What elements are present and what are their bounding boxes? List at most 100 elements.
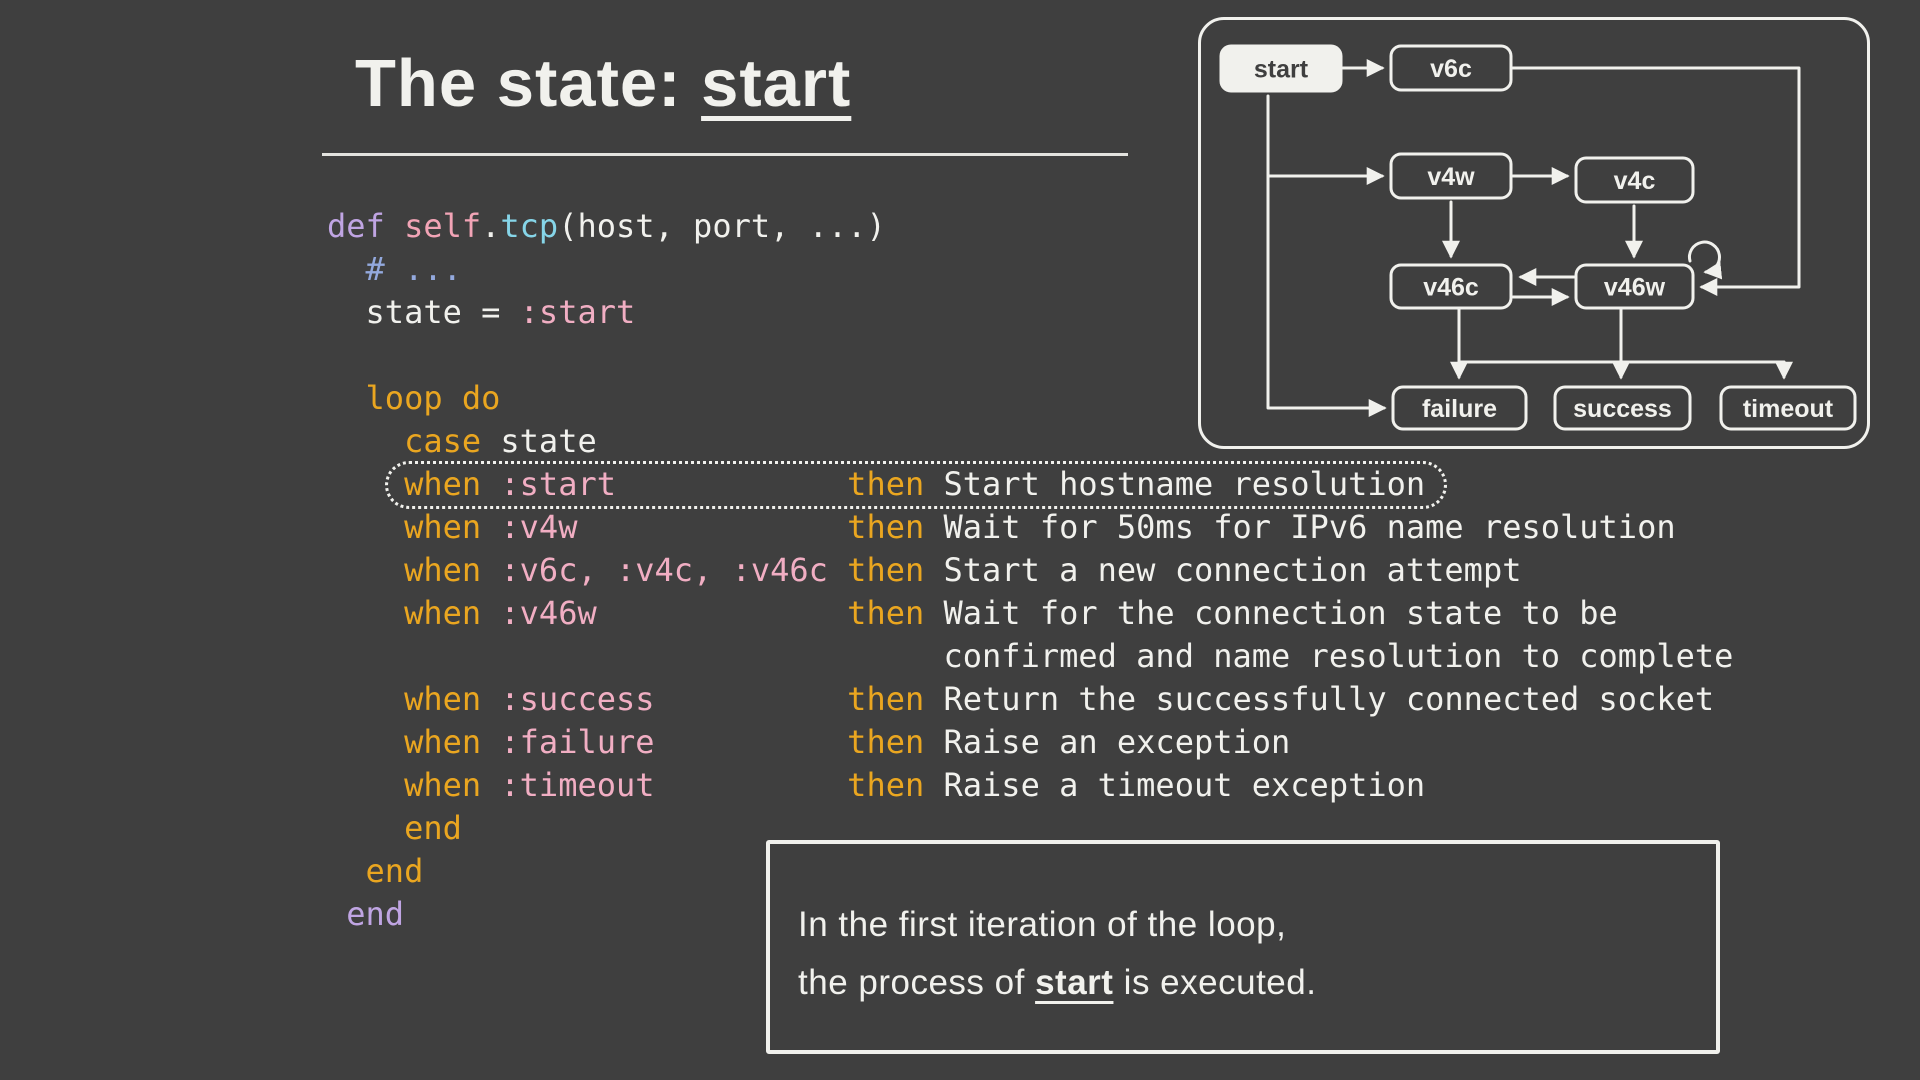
code-line: when :start then Start hostname resoluti…: [327, 463, 1733, 506]
state-node-label-v4w: v4w: [1427, 163, 1475, 191]
note-line-1: In the first iteration of the loop,: [798, 905, 1287, 944]
code-token: end: [327, 809, 462, 847]
state-node-v4w: [1389, 152, 1513, 200]
code-line: end: [327, 807, 1733, 850]
code-line: when :v46w then Wait for the connection …: [327, 592, 1733, 635]
note-start-highlight: start: [1035, 963, 1114, 1002]
edge-start-down-to-failure: [1266, 94, 1387, 417]
code-line: case state: [327, 420, 1733, 463]
code-token: [481, 680, 500, 718]
code-token: :timeout: [500, 766, 655, 804]
code-token: (host, port, ...): [558, 207, 886, 245]
code-token: state =: [327, 293, 520, 331]
title-highlight: start: [701, 46, 852, 121]
state-node-label-v4c: v4c: [1614, 167, 1656, 195]
code-token: then: [847, 723, 925, 761]
state-node-label-start: start: [1254, 56, 1309, 84]
note-line-2-prefix: the process of: [798, 963, 1036, 1002]
code-token: Raise a timeout exception: [924, 766, 1426, 804]
code-token: [828, 551, 847, 589]
note-line-2: the process of start is executed.: [798, 954, 1686, 1012]
code-token: :failure: [500, 723, 655, 761]
code-token: when: [404, 551, 482, 589]
code-token: then: [847, 766, 925, 804]
code-token: :start: [500, 465, 616, 503]
code-line: end: [327, 893, 1733, 936]
code-token: [327, 723, 404, 761]
code-line: when :timeout then Raise a timeout excep…: [327, 764, 1733, 807]
code-token: end: [327, 852, 424, 890]
code-token: [327, 508, 404, 546]
code-token: [481, 508, 500, 546]
title-underline-rule: [322, 153, 1128, 156]
code-token: confirmed and name resolution to complet…: [327, 637, 1734, 675]
state-node-failure: [1391, 385, 1528, 431]
code-token: :v6c, :v4c, :v46c: [500, 551, 828, 589]
title-prefix: The state:: [355, 46, 702, 121]
code-token: :start: [519, 293, 636, 331]
code-token: [655, 766, 848, 804]
code-token: when: [404, 465, 482, 503]
code-token: :v4w: [500, 508, 578, 546]
code-token: end: [327, 895, 405, 933]
state-node-timeout: [1719, 385, 1857, 431]
ruby-code-block: def self.tcp(host, port, ...) # ... stat…: [327, 205, 1733, 936]
note-line-2-suffix: is executed.: [1113, 963, 1317, 1002]
code-token: [327, 551, 404, 589]
code-token: when: [404, 680, 482, 718]
code-token: [481, 766, 500, 804]
code-token: Start hostname resolution: [924, 465, 1426, 503]
code-token: Wait for the connection state to be: [924, 594, 1618, 632]
code-token: .: [481, 207, 501, 245]
code-token: [385, 207, 404, 245]
code-token: when: [404, 723, 482, 761]
state-node-label-success: success: [1573, 395, 1672, 423]
code-line: # ...: [327, 248, 1733, 291]
code-token: [327, 680, 404, 718]
code-token: then: [847, 594, 925, 632]
code-token: when: [404, 508, 482, 546]
code-token: Wait for 50ms for IPv6 name resolution: [924, 508, 1676, 546]
code-token: # ...: [327, 250, 462, 288]
code-line: def self.tcp(host, port, ...): [327, 205, 1733, 248]
code-token: Start a new connection attempt: [924, 551, 1522, 589]
code-token: [327, 766, 404, 804]
state-node-start: [1219, 44, 1343, 93]
code-token: loop do: [327, 379, 501, 417]
code-line: when :v4w then Wait for 50ms for IPv6 na…: [327, 506, 1733, 549]
code-token: [597, 594, 847, 632]
page-title: The state: start: [355, 44, 851, 124]
code-line: when :v6c, :v4c, :v46c then Start a new …: [327, 549, 1733, 592]
code-token: [327, 594, 404, 632]
code-token: state: [481, 422, 597, 460]
code-token: [481, 723, 500, 761]
code-line: loop do: [327, 377, 1733, 420]
state-node-label-v6c: v6c: [1430, 55, 1472, 83]
code-token: case: [404, 422, 482, 460]
edge-v6c-loop-to-v46w: [1511, 66, 1801, 296]
code-line: state = :start: [327, 291, 1733, 334]
code-line: confirmed and name resolution to complet…: [327, 635, 1734, 678]
code-token: Raise an exception: [924, 723, 1291, 761]
state-node-label-timeout: timeout: [1743, 395, 1834, 423]
code-token: [481, 594, 500, 632]
code-token: :v46w: [500, 594, 597, 632]
code-line: end: [327, 850, 1733, 893]
state-node-v6c: [1389, 44, 1513, 92]
state-node-label-failure: failure: [1422, 395, 1497, 423]
state-node-v46c: [1389, 263, 1513, 310]
code-token: then: [847, 551, 925, 589]
code-token: then: [847, 508, 925, 546]
state-node-v4c: [1574, 156, 1695, 204]
state-node-label-v46c: v46c: [1423, 274, 1479, 302]
state-node-v46w: [1574, 263, 1695, 310]
code-token: then: [847, 465, 925, 503]
when-start-highlight-box: [385, 461, 1447, 509]
code-token: [481, 551, 500, 589]
code-token: when: [404, 594, 482, 632]
code-token: when: [404, 766, 482, 804]
code-token: [655, 680, 848, 718]
edge-v46w-self-loop: [1688, 240, 1723, 280]
